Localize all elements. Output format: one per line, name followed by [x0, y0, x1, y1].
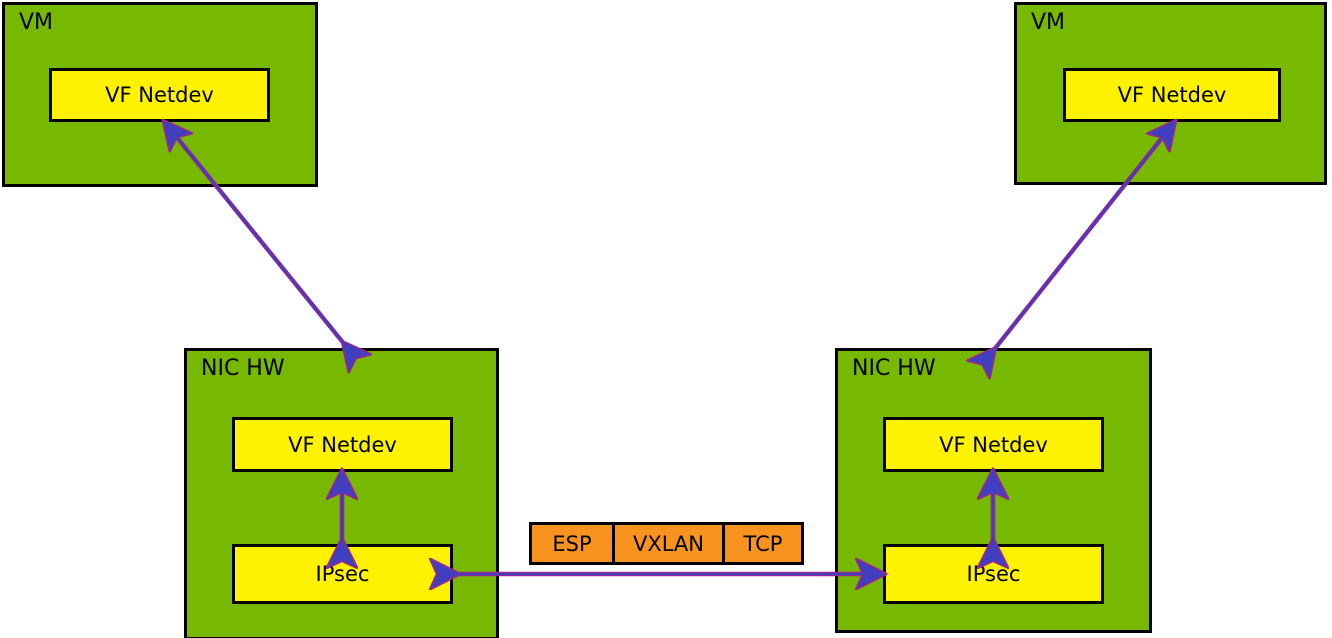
nic-left-ipsec-box: IPsec [232, 544, 453, 604]
packet-header-strip: ESP VXLAN TCP [529, 522, 804, 565]
packet-header-vxlan: VXLAN [612, 522, 725, 565]
nic-right-vf-netdev-box: VF Netdev [883, 417, 1104, 472]
nic-right-label: NIC HW [852, 356, 936, 381]
vm-left-vf-netdev-box: VF Netdev [49, 68, 270, 122]
nic-left-vf-netdev-box: VF Netdev [232, 417, 453, 472]
nic-left-label: NIC HW [201, 356, 285, 381]
nic-right-ipsec-box: IPsec [883, 544, 1104, 604]
packet-header-esp: ESP [529, 522, 615, 565]
vm-right-label: VM [1031, 10, 1066, 35]
packet-header-tcp: TCP [722, 522, 804, 565]
vm-right-vf-netdev-box: VF Netdev [1063, 68, 1281, 122]
vm-left-label: VM [19, 10, 54, 35]
